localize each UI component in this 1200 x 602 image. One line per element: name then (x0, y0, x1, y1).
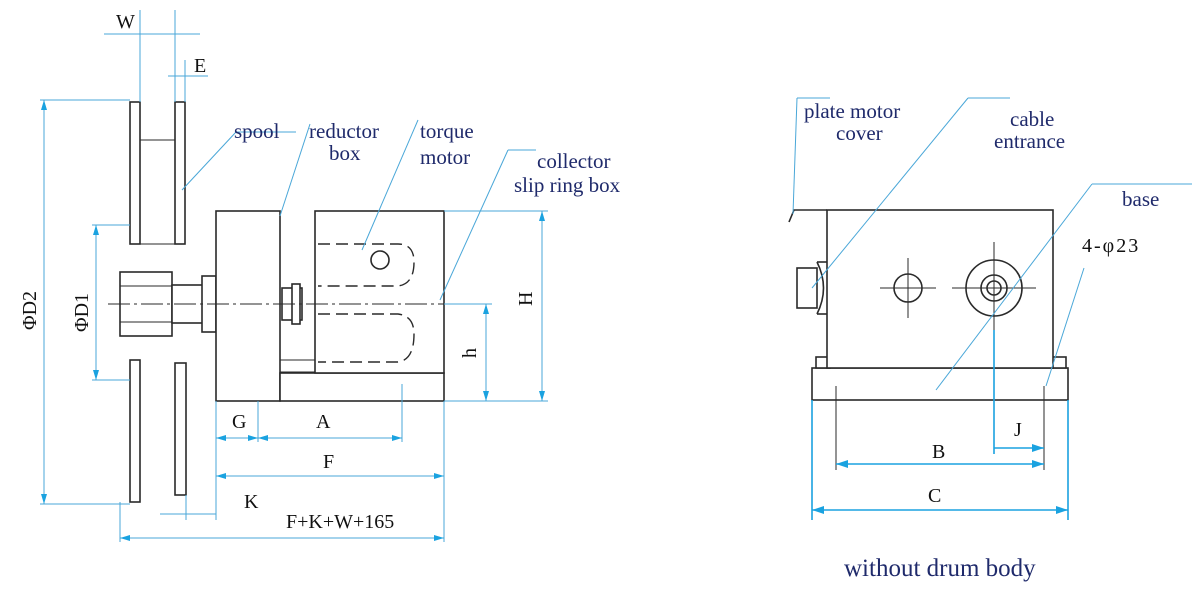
label-collector-line2: slip ring box (514, 173, 621, 197)
dim-d2: ΦD2 (19, 291, 41, 330)
base-leader (935, 183, 1093, 391)
label-cable-line2: entrance (994, 129, 1065, 153)
label-plate-line2: cover (836, 121, 883, 145)
motor-internal-lower (318, 313, 415, 363)
label-base: base (1122, 187, 1159, 211)
cable-entrance-leader (811, 97, 969, 289)
reductor-box-body (215, 210, 281, 402)
label-reductor-line1: reductor (309, 119, 379, 143)
label-spool: spool (234, 119, 280, 143)
spool-leader (181, 131, 237, 191)
spool-flange-lower-left (129, 359, 141, 503)
dim-e: E (194, 55, 206, 77)
plate-motor-cover-edge (788, 209, 827, 223)
dim-k: K (244, 491, 259, 513)
dim-g: G (232, 411, 246, 433)
dim-total: F+K+W+165 (286, 511, 394, 533)
plate-cover-leader-vert (792, 97, 798, 215)
dim-d1: ΦD1 (71, 293, 93, 332)
dim-h-big: H (515, 292, 537, 306)
spool-flange-upper-left (129, 101, 141, 245)
dim-w: W (116, 11, 135, 33)
caption: without drum body (844, 555, 1036, 582)
spool-flange-lower-right (174, 362, 187, 496)
label-torque-line2: motor (420, 145, 470, 169)
dim-a: A (316, 411, 331, 433)
torque-leader (361, 119, 419, 251)
label-cable-line1: cable (1010, 107, 1054, 131)
holes-leader (1045, 267, 1085, 387)
front-view: plate motor cover cable entrance base 4-… (788, 97, 1192, 582)
torque-motor-body (314, 210, 445, 374)
side-view: spool reductor box torque motor collecto… (19, 10, 621, 542)
dim-b: B (932, 441, 945, 463)
label-holes: 4-φ23 (1082, 235, 1140, 257)
dim-h-small: h (459, 348, 481, 358)
label-torque-line1: torque (420, 119, 474, 143)
dim-f: F (323, 451, 334, 473)
reductor-leader (279, 123, 311, 217)
motor-internal-upper (318, 243, 415, 287)
side-port (796, 267, 818, 309)
motor-base-plate (279, 372, 445, 402)
collector-leader (439, 149, 509, 301)
dim-c: C (928, 485, 941, 507)
spool-flange-upper-right (174, 101, 186, 245)
label-plate-line1: plate motor (804, 99, 900, 123)
motor-port-circle (370, 250, 390, 270)
dim-j: J (1014, 419, 1022, 441)
label-collector-line1: collector (537, 149, 610, 173)
box-body (826, 209, 1054, 369)
label-reductor-line2: box (329, 141, 361, 165)
